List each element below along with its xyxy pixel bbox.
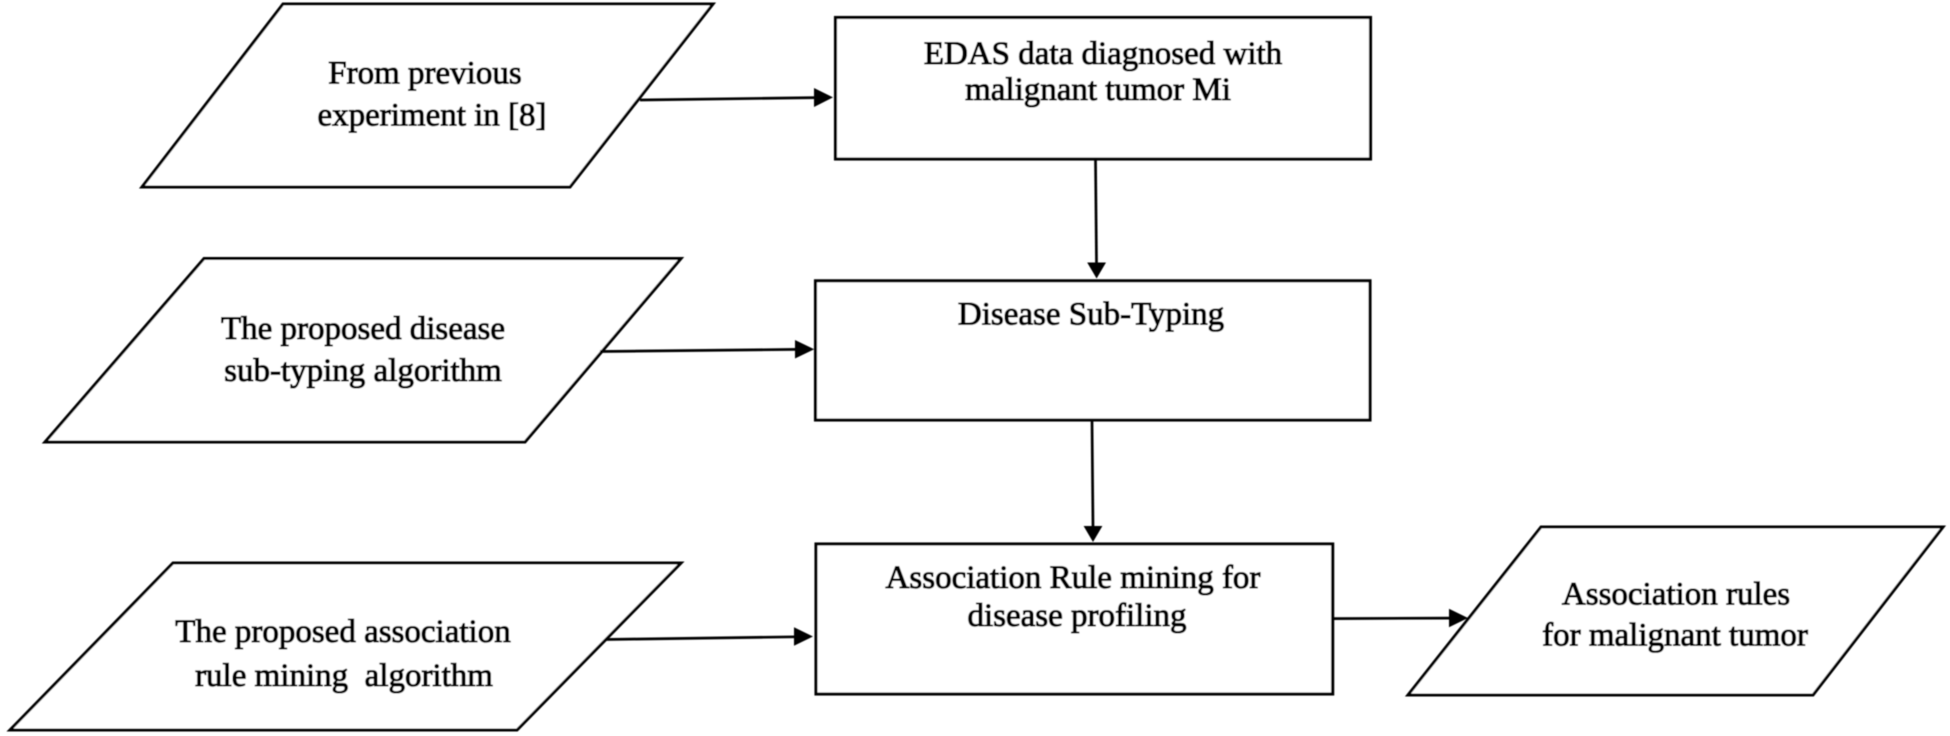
svg-text:for malignant tumor: for malignant tumor — [1542, 617, 1808, 653]
svg-text:rule mining algorithm: rule mining algorithm — [195, 658, 493, 694]
svg-text:The proposed association: The proposed association — [175, 614, 510, 650]
svg-text:disease profiling: disease profiling — [967, 598, 1186, 634]
svg-text:From previous: From previous — [328, 56, 521, 92]
svg-text:malignant tumor Mi: malignant tumor Mi — [965, 72, 1231, 108]
svg-text:Association Rule mining for: Association Rule mining for — [886, 560, 1261, 596]
svg-text:Disease Sub-Typing: Disease Sub-Typing — [958, 297, 1224, 333]
svg-text:Association rules: Association rules — [1562, 577, 1790, 613]
svg-text:The proposed disease: The proposed disease — [221, 311, 505, 347]
svg-text:sub-typing algorithm: sub-typing algorithm — [224, 353, 502, 389]
svg-text:EDAS data diagnosed with: EDAS data diagnosed with — [924, 36, 1283, 72]
svg-text:experiment in [8]: experiment in [8] — [317, 97, 546, 133]
